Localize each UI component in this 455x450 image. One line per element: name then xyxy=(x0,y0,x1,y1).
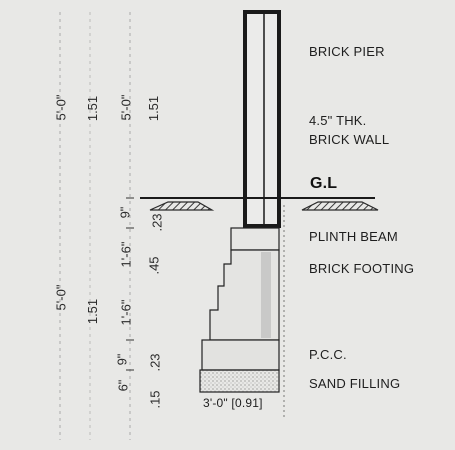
sand-filling-layer xyxy=(199,369,280,393)
dim-inner-upper-m: 1.51 xyxy=(146,95,162,122)
ground-hatch-right xyxy=(301,201,379,211)
dim-footing-ft-b: 1'-6" xyxy=(118,299,134,326)
dim-outer-upper-ft: 5'-0" xyxy=(53,94,69,121)
label-width-dimension: 3'-0" [0.91] xyxy=(203,396,263,410)
dim-outer-lower-ft: 5'-0" xyxy=(53,284,69,311)
brick-pier-outline xyxy=(243,10,281,228)
pcc-layer xyxy=(201,339,280,371)
plinth-beam xyxy=(230,227,280,251)
dim-sand-m: .15 xyxy=(147,390,163,409)
label-wall-line2: BRICK WALL xyxy=(309,132,390,147)
label-brick-footing: BRICK FOOTING xyxy=(309,261,415,276)
dim-inner-upper-ft: 5'-0" xyxy=(118,94,134,121)
dim-plinth-m: .23 xyxy=(149,213,165,232)
dim-outer-upper-m: 1.51 xyxy=(85,95,101,122)
label-ground-level: G.L xyxy=(310,175,338,192)
label-brick-pier: BRICK PIER xyxy=(309,44,385,59)
label-wall-line1: 4.5" THK. xyxy=(309,113,367,128)
dim-footing-ft-a: 1'-6" xyxy=(118,241,134,268)
dim-sand-ft: 6" xyxy=(115,379,131,392)
dim-plinth-ft: 9" xyxy=(117,206,133,219)
dim-pcc-m: .23 xyxy=(147,353,163,372)
dim-footing-m: .45 xyxy=(146,256,162,275)
label-sand-filling: SAND FILLING xyxy=(309,376,401,391)
dim-outer-lower-m: 1.51 xyxy=(85,298,101,325)
label-plinth-beam: PLINTH BEAM xyxy=(309,229,398,244)
brick-footing xyxy=(209,249,280,341)
dim-pcc-ft: 9" xyxy=(114,353,130,366)
label-pcc: P.C.C. xyxy=(309,347,347,362)
ground-hatch-left xyxy=(149,201,215,211)
